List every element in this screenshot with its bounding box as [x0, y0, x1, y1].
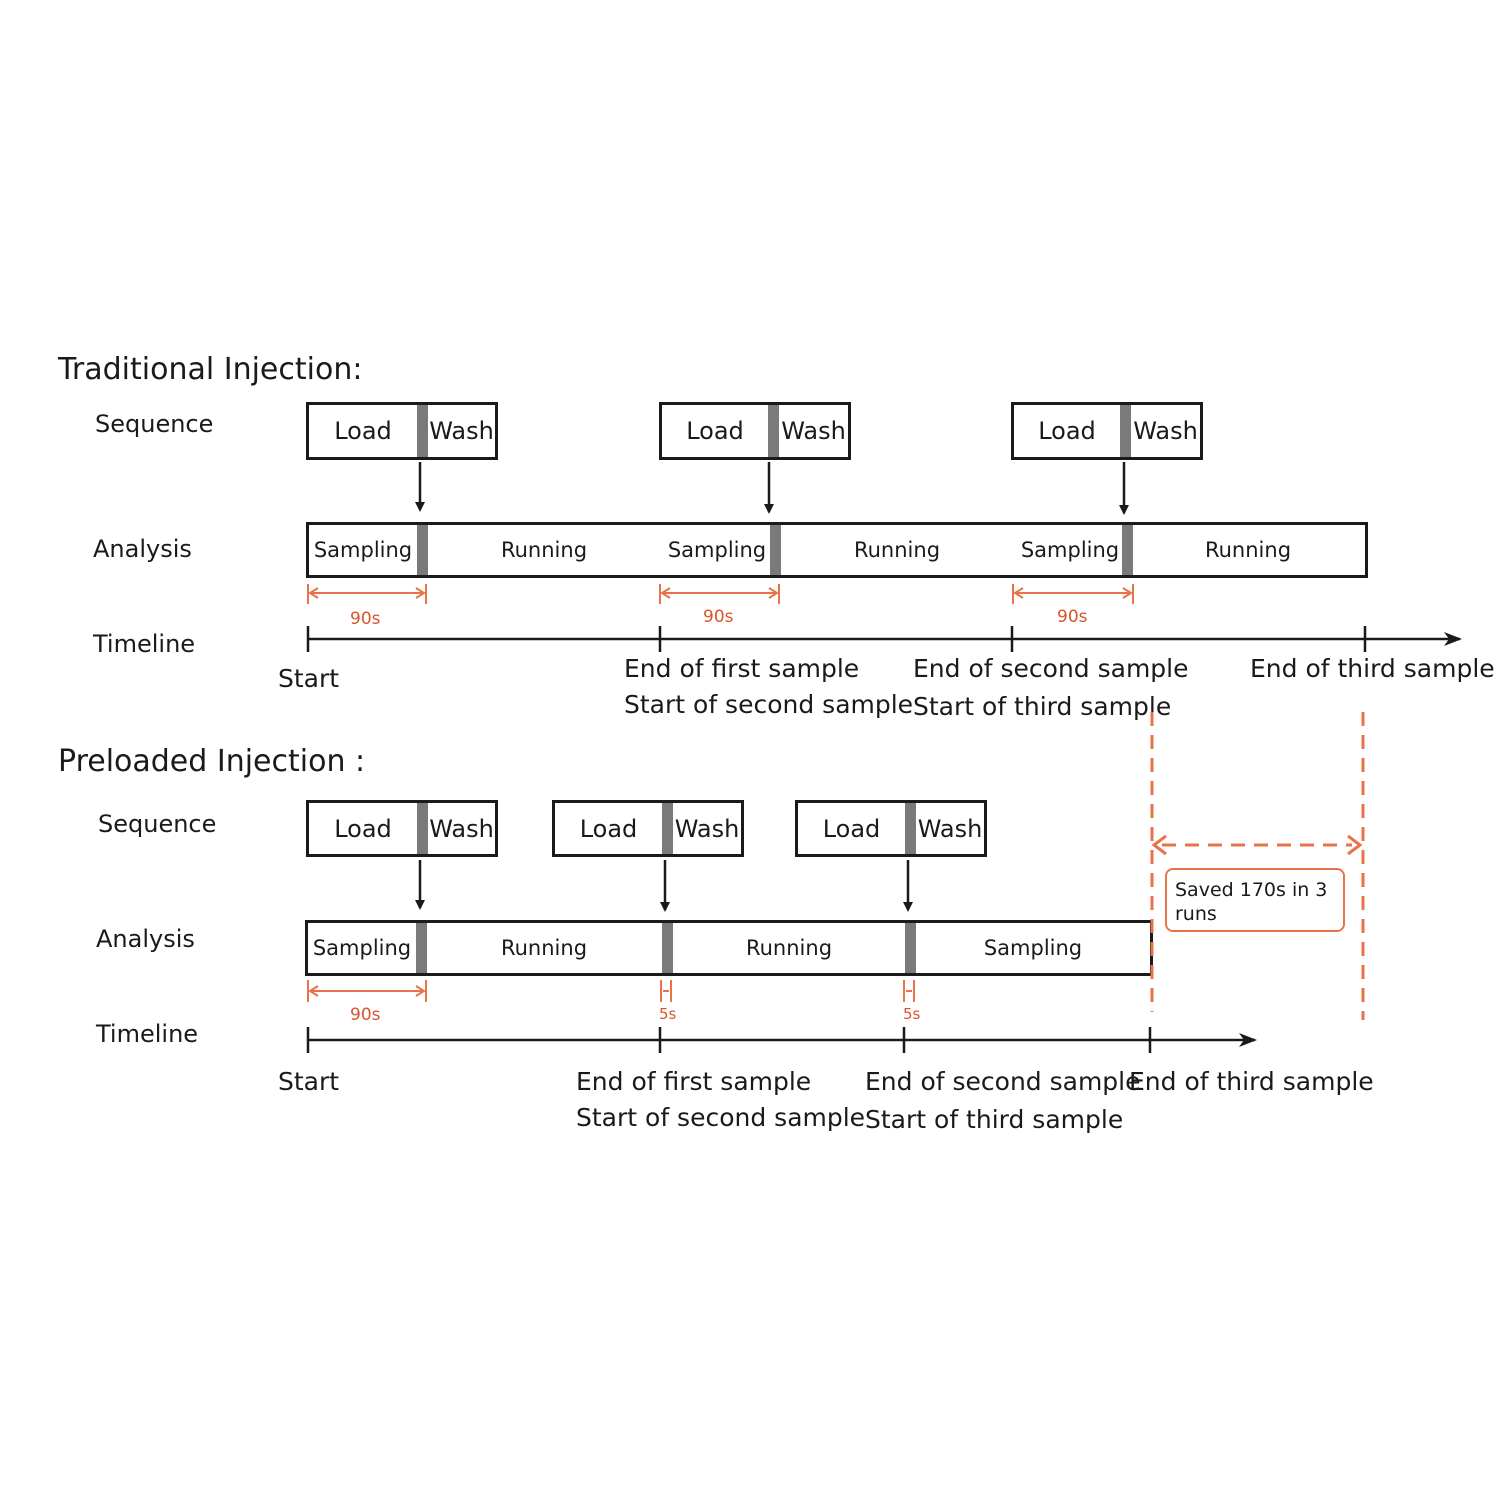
- separator: [417, 405, 428, 457]
- timeline-end-third-label: End of third sample: [1129, 1067, 1374, 1096]
- sampling-cell: Sampling: [667, 538, 767, 562]
- running-cell: Running: [853, 538, 941, 562]
- traditional-timeline-label: Timeline: [93, 630, 196, 658]
- traditional-sequence-box-3: Load Wash: [1011, 402, 1203, 460]
- sampling-cell: Sampling: [313, 538, 413, 562]
- separator: [1122, 525, 1133, 575]
- load-cell: Load: [334, 417, 392, 445]
- traditional-sequence-box-2: Load Wash: [659, 402, 851, 460]
- separator: [905, 923, 916, 973]
- preloaded-sequence-box-2: Load Wash: [552, 800, 744, 857]
- load-cell: Load: [1038, 417, 1096, 445]
- separator: [905, 803, 916, 854]
- separator: [417, 525, 428, 575]
- duration-label: 90s: [703, 607, 734, 627]
- timeline-end-second-label: End of second sample: [913, 654, 1189, 683]
- timeline-start-second-label: Start of second sample: [624, 690, 914, 719]
- preloaded-sequence-box-3: Load Wash: [795, 800, 987, 857]
- timeline-end-first-label: End of first sample: [624, 654, 860, 683]
- sampling-cell: Sampling: [1020, 538, 1120, 562]
- duration-label: 5s: [659, 1005, 677, 1023]
- separator: [1120, 405, 1131, 457]
- traditional-sequence-box-1: Load Wash: [306, 402, 498, 460]
- sampling-cell: Sampling: [983, 936, 1083, 960]
- traditional-analysis-label: Analysis: [93, 535, 192, 563]
- timeline-start-second-label: Start of second sample: [576, 1103, 866, 1132]
- duration-label: 90s: [350, 609, 381, 629]
- wash-cell: Wash: [429, 814, 494, 843]
- wash-cell: Wash: [1133, 417, 1198, 445]
- traditional-title: Traditional Injection:: [58, 352, 363, 387]
- timeline-start-label: Start: [278, 1067, 340, 1096]
- load-cell: Load: [334, 814, 392, 843]
- sampling-cell: Sampling: [312, 936, 412, 960]
- timeline-end-first-label: End of first sample: [576, 1067, 812, 1096]
- separator: [662, 923, 673, 973]
- running-cell: Running: [1204, 538, 1292, 562]
- wash-cell: Wash: [429, 417, 494, 445]
- traditional-analysis-bar: Sampling Running Sampling Running Sampli…: [306, 522, 1368, 578]
- load-cell: Load: [822, 814, 881, 843]
- wash-cell: Wash: [917, 814, 983, 843]
- timeline-start-third-label: Start of third sample: [865, 1105, 1124, 1134]
- separator: [662, 803, 673, 854]
- preloaded-sequence-box-1: Load Wash: [306, 800, 498, 857]
- separator: [770, 525, 781, 575]
- duration-label: 90s: [350, 1005, 381, 1025]
- preloaded-analysis-label: Analysis: [96, 925, 195, 953]
- traditional-sequence-label: Sequence: [95, 410, 214, 438]
- duration-label: 90s: [1057, 607, 1088, 627]
- preloaded-timeline-label: Timeline: [96, 1020, 199, 1048]
- separator: [768, 405, 779, 457]
- timeline-end-second-label: End of second sample: [865, 1067, 1141, 1096]
- timeline-start-label: Start: [278, 664, 340, 693]
- load-cell: Load: [686, 417, 744, 445]
- separator: [417, 803, 428, 854]
- separator: [416, 923, 427, 973]
- timeline-start-third-label: Start of third sample: [913, 692, 1172, 721]
- preloaded-title: Preloaded Injection :: [58, 744, 366, 779]
- saved-time-note: Saved 170s in 3 runs: [1165, 868, 1345, 932]
- running-cell: Running: [745, 936, 833, 960]
- timeline-end-third-label: End of third sample: [1250, 654, 1495, 683]
- wash-cell: Wash: [781, 417, 846, 445]
- load-cell: Load: [579, 814, 638, 843]
- duration-label: 5s: [903, 1005, 921, 1023]
- preloaded-sequence-label: Sequence: [98, 810, 217, 838]
- wash-cell: Wash: [674, 814, 740, 843]
- running-cell: Running: [500, 538, 588, 562]
- running-cell: Running: [500, 936, 588, 960]
